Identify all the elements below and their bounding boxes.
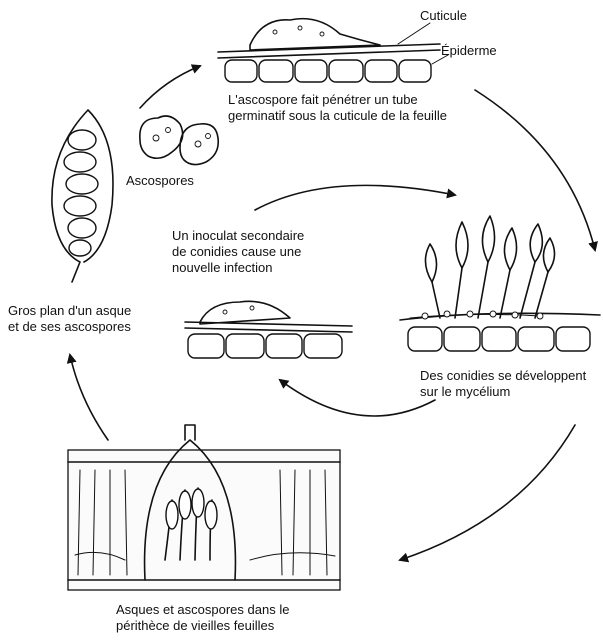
secondary-infection-leaf-section <box>185 301 352 358</box>
label-cuticle: Cuticule <box>420 8 467 24</box>
conidia-leaf-section <box>400 216 600 351</box>
inner-arrow-top <box>255 185 455 210</box>
inner-arrow-bottom <box>280 380 435 416</box>
cycle-arrow-top-left <box>140 66 200 108</box>
label-conidia: Des conidies se développent sur le mycél… <box>420 368 586 400</box>
label-perithecium: Asques et ascospores dans le périthèce d… <box>116 602 289 634</box>
label-secondary-inoculum: Un inoculat secondaire de conidies cause… <box>172 228 304 276</box>
cycle-arrow-bottom-left <box>70 355 108 440</box>
penetration-leaf-section <box>218 19 448 82</box>
perithecium-section <box>68 425 340 590</box>
label-penetration: L'ascospore fait pénétrer un tube germin… <box>228 92 447 124</box>
label-epidermis: Épiderme <box>441 43 497 59</box>
ascus-closeup <box>52 110 113 282</box>
label-ascus-closeup: Gros plan d'un asque et de ses ascospore… <box>8 303 131 335</box>
ascospores-illustration <box>140 116 218 165</box>
cycle-arrow-bottom-right <box>400 425 575 560</box>
label-ascospores: Ascospores <box>126 173 194 189</box>
